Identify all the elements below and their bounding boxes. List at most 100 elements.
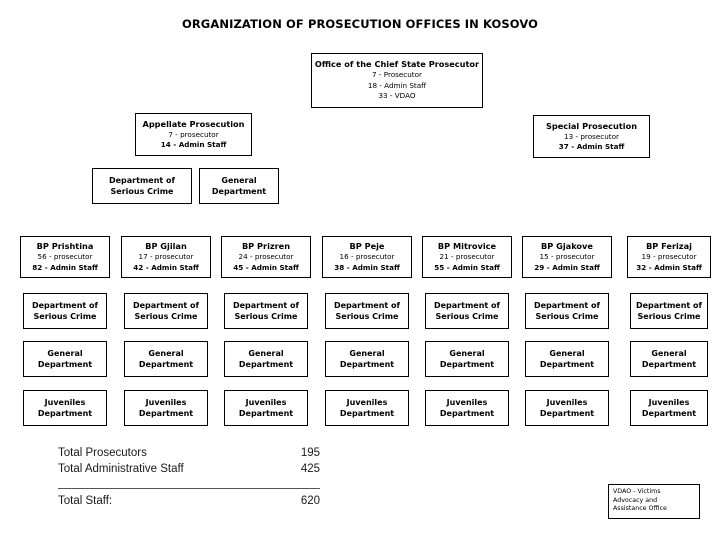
- total-staff-label: Total Staff:: [58, 495, 113, 507]
- org-box-appellate-department-general[interactable]: General Department: [199, 168, 279, 204]
- org-box-bp-gjilan-department-of-serious-crime[interactable]: Department of Serious Crime: [124, 293, 208, 329]
- org-box-line: 82 - Admin Staff: [32, 262, 98, 272]
- org-box-line: Department of: [533, 301, 600, 310]
- org-box-title: Appellate Prosecution: [142, 118, 245, 129]
- vdao-legend-line: Assistance Office: [613, 505, 667, 513]
- org-box-line: Serious Crime: [435, 312, 499, 321]
- org-box-bp-ferizaj-department-of-serious-crime[interactable]: Department of Serious Crime: [630, 293, 708, 329]
- org-box-line: 18 - Admin Staff: [367, 80, 427, 90]
- org-box-title: Special Prosecution: [545, 120, 638, 131]
- org-box-line: 7 - prosecutor: [168, 129, 219, 139]
- org-box-title: BP Mitrovice: [437, 241, 497, 251]
- org-box-line: 15 - prosecutor: [539, 252, 595, 261]
- org-box-title: BP Prishtina: [36, 241, 94, 251]
- total-admin-staff-value: 425: [300, 462, 320, 475]
- org-box-line: Serious Crime: [33, 312, 97, 321]
- org-box-appellate-prosecution[interactable]: Appellate Prosecution 7 - prosecutor 14 …: [135, 113, 252, 156]
- org-box-line: 32 - Admin Staff: [636, 262, 702, 272]
- org-box-line: 21 - prosecutor: [439, 252, 495, 261]
- org-box-line: 16 - prosecutor: [339, 252, 395, 261]
- org-box-line: Department: [37, 409, 93, 418]
- total-admin-staff-label: Total Administrative Staff: [58, 462, 184, 475]
- org-box-line: Department: [138, 360, 194, 369]
- table-row: Total Administrative Staff 425: [58, 462, 320, 478]
- org-box-line: 56 - prosecutor: [37, 252, 93, 261]
- org-box-line: Juveniles: [145, 398, 187, 407]
- total-prosecutors-value: 195: [300, 447, 320, 459]
- org-box-line: 14 - Admin Staff: [160, 140, 227, 149]
- org-box-line: Juveniles: [346, 398, 388, 407]
- org-box-bp-gjakove-department-of-serious-crime[interactable]: Department of Serious Crime: [525, 293, 609, 329]
- org-box-line: Department of: [132, 301, 199, 310]
- totals-divider: [58, 488, 320, 489]
- org-box-line: Department: [539, 409, 595, 418]
- org-box-line: Department: [439, 409, 495, 418]
- org-box-line: Department: [138, 409, 194, 418]
- org-box-line: 45 - Admin Staff: [233, 262, 299, 272]
- org-box-line: Department: [238, 409, 294, 418]
- org-box-line: Serious Crime: [110, 187, 174, 196]
- org-box-title: BP Peje: [349, 241, 385, 251]
- page-title: ORGANIZATION OF PROSECUTION OFFICES IN K…: [181, 17, 539, 31]
- org-box-line: Juveniles: [546, 398, 588, 407]
- org-box-line: Department: [339, 409, 395, 418]
- table-row: Total Prosecutors 195: [58, 446, 320, 462]
- org-box-line: General: [47, 349, 83, 358]
- org-box-line: 37 - Admin Staff: [558, 142, 625, 151]
- org-box-line: Juveniles: [446, 398, 488, 407]
- org-box-chief-state-prosecutor[interactable]: Office of the Chief State Prosecutor 7 -…: [311, 53, 483, 108]
- org-box-line: Department of: [31, 301, 98, 310]
- org-box-appellate-department-serious-crime[interactable]: Department of Serious Crime: [92, 168, 192, 204]
- org-box-line: General: [449, 349, 485, 358]
- org-box-line: 7 - Prosecutor: [372, 70, 422, 80]
- org-box-line: Serious Crime: [234, 312, 298, 321]
- org-box-line: Department of: [635, 301, 702, 310]
- total-staff-value: 620: [300, 495, 320, 507]
- org-box-line: 19 - prosecutor: [641, 252, 697, 261]
- org-box-line: Department: [339, 360, 395, 369]
- org-box-line: General: [148, 349, 184, 358]
- table-row: Total Staff: 620: [58, 494, 320, 510]
- totals-table: Total Prosecutors 195 Total Administrati…: [58, 446, 320, 510]
- org-box-line: 29 - Admin Staff: [534, 262, 600, 272]
- org-box-line: Department: [238, 360, 294, 369]
- org-box-line: Serious Crime: [134, 312, 198, 321]
- org-box-line: 24 - prosecutor: [238, 252, 294, 261]
- vdao-legend-line: Advocacy and: [613, 496, 658, 504]
- org-box-line: Department of: [333, 301, 400, 310]
- org-box-line: Serious Crime: [535, 312, 599, 321]
- org-box-title: BP Gjilan: [145, 241, 187, 251]
- org-box-bp-prishtina-department-of-serious-crime[interactable]: Department of Serious Crime: [23, 293, 107, 329]
- org-box-line: 42 - Admin Staff: [133, 262, 199, 272]
- org-box-line: Department: [641, 409, 697, 418]
- org-box-line: Department: [211, 187, 267, 196]
- org-box-line: 55 - Admin Staff: [434, 262, 500, 272]
- org-box-special-prosecution[interactable]: Special Prosecution 13 - prosecutor 37 -…: [533, 115, 650, 158]
- org-box-line: 38 - Admin Staff: [334, 262, 400, 272]
- org-box-line: Serious Crime: [637, 312, 701, 321]
